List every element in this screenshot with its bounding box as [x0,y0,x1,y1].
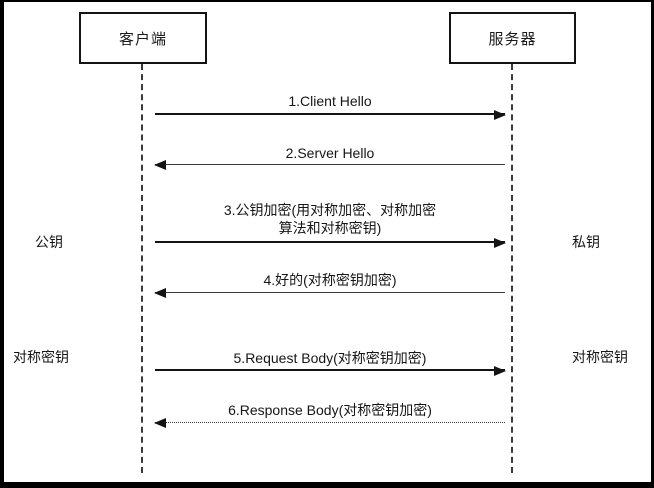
actor-server-box: 服务器 [449,12,576,64]
message-6-line [154,418,505,428]
arrowhead-right-icon [494,366,506,376]
message-5-line [155,366,506,376]
server-symmetric-key-label: 对称密钥 [572,349,628,365]
actor-server-label: 服务器 [488,30,537,48]
client-symmetric-key-label: 对称密钥 [13,349,69,365]
message-3-label: 3.公钥加密(用对称加密、对称加密 算法和对称密钥) [223,202,437,236]
arrowhead-left-icon [154,418,166,428]
message-3-line [155,238,506,248]
actor-client-label: 客户端 [118,30,167,48]
lifeline-server [511,64,513,473]
message-4-label: 4.好的(对称密钥加密) [263,272,397,288]
message-2-line [154,160,505,170]
message-1-label: 1.Client Hello [288,93,372,109]
arrowhead-right-icon [494,110,506,120]
arrowhead-left-icon [154,288,166,298]
client-public-key-label: 公钥 [35,234,63,250]
arrowhead-left-icon [154,160,166,170]
actor-client-box: 客户端 [79,12,207,64]
arrowhead-right-icon [494,238,506,248]
message-4-line [154,288,505,298]
message-1-line [155,110,506,120]
message-6-label: 6.Response Body(对称密钥加密) [228,402,432,418]
message-5-label: 5.Request Body(对称密钥加密) [233,350,427,366]
lifeline-client [141,64,143,473]
server-private-key-label: 私钥 [572,234,600,250]
message-2-label: 2.Server Hello [285,145,375,161]
